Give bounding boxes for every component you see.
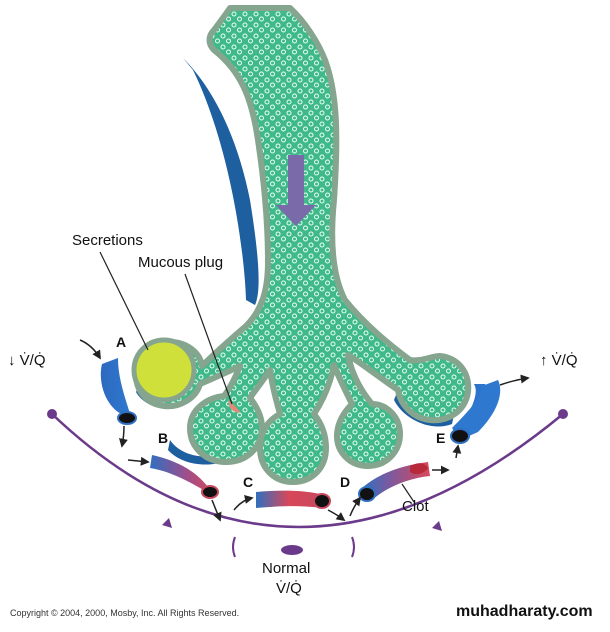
copyright-notice: Copyright © 2004, 2000, Mosby, Inc. All …	[10, 608, 240, 618]
clot-leader	[401, 483, 415, 503]
vessel-b	[150, 455, 219, 499]
vessel-d	[358, 462, 430, 502]
leader-lines	[99, 251, 415, 503]
watermark: muhadharaty.com	[456, 603, 593, 620]
secretions-leader	[99, 251, 149, 351]
flow-arrows	[79, 339, 530, 522]
arc-arrowhead-right	[432, 521, 442, 531]
vessel-a	[100, 358, 137, 425]
normal-vq-label: V̇/Q̇	[276, 580, 302, 597]
vq-spectrum-arc	[47, 409, 568, 558]
unit-label-d: D	[340, 474, 351, 490]
mucous-plug-leader	[184, 273, 233, 405]
clot-shape	[410, 463, 428, 475]
vessel-e	[450, 380, 501, 444]
airway-tree	[132, 5, 472, 485]
mucous-plug	[228, 400, 240, 413]
secretions-blob	[131, 337, 197, 403]
unit-label-c: C	[243, 474, 254, 490]
low-vq-label: ↓ V̇/Q̇	[8, 352, 46, 369]
normal-label: Normal	[262, 560, 311, 577]
arc-normal-marker	[281, 545, 303, 555]
unit-label-b: B	[158, 430, 169, 446]
vessel-c	[256, 490, 331, 509]
airflow-arrow	[276, 155, 316, 226]
arc-arrowhead-left	[162, 518, 172, 528]
unit-label-a: A	[116, 334, 127, 350]
mucous-plug-label: Mucous plug	[138, 254, 224, 271]
clot-label: Clot	[402, 498, 429, 515]
high-vq-label: ↑ V̇/Q̇	[540, 352, 578, 369]
secretions-label: Secretions	[72, 232, 143, 249]
unit-label-e: E	[436, 430, 446, 446]
